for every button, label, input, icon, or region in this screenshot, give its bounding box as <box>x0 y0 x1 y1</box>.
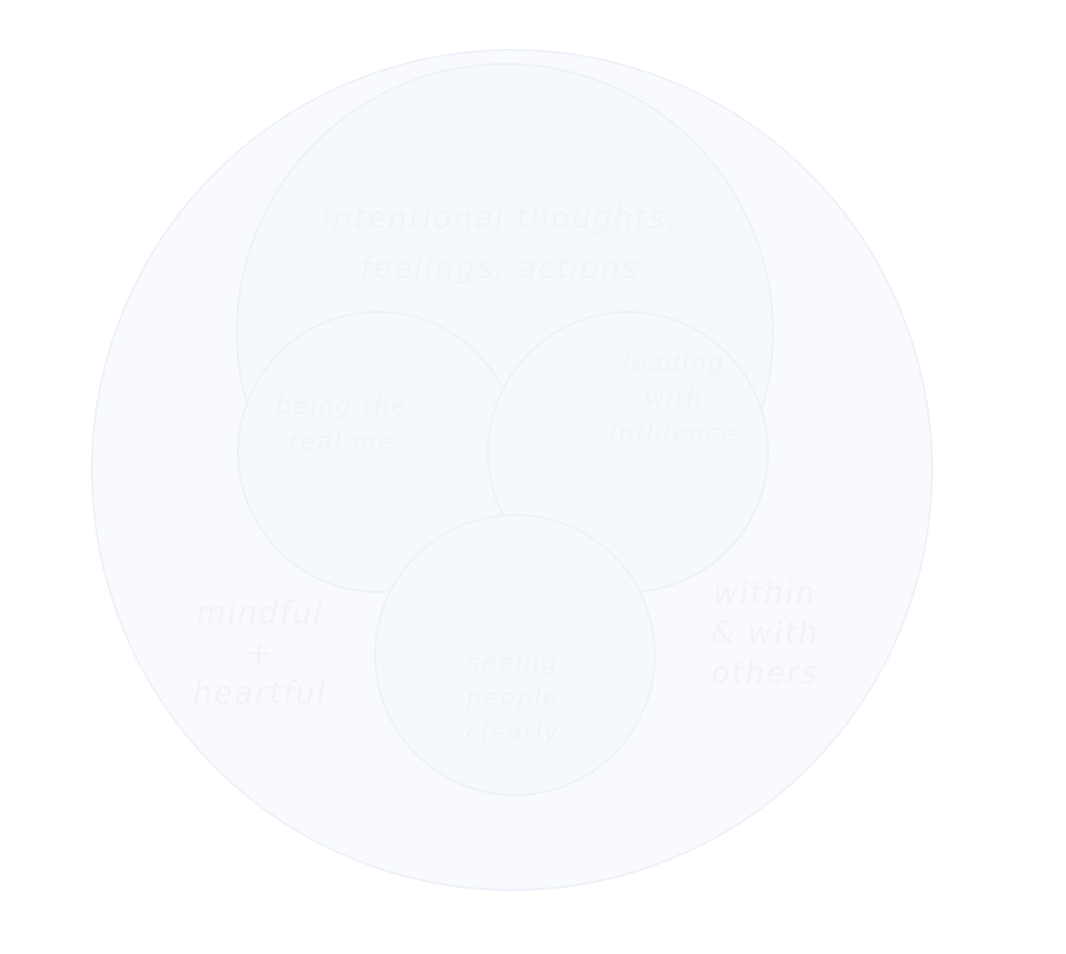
label-leading-line3: influence <box>609 419 739 447</box>
label-intentional: intentional thoughts, feelings, actions <box>230 204 770 284</box>
label-real-me-line1: being the <box>275 392 409 420</box>
label-mindful: mindful + heartful <box>170 599 350 709</box>
label-intentional-line2: feelings, actions <box>360 251 640 286</box>
bottom-inner-circle <box>374 514 656 796</box>
label-leading-line2: with <box>644 384 704 412</box>
label-real-me-line2: real me <box>289 427 395 455</box>
label-within-line1: within <box>713 576 817 611</box>
label-seeing-line3: clearly <box>465 718 561 746</box>
label-mindful-line1: mindful <box>196 596 324 631</box>
label-intentional-line1: intentional thoughts, <box>322 201 678 236</box>
label-mindful-line3: heartful <box>193 676 327 711</box>
label-within-line3: others <box>711 656 819 691</box>
label-leading-line1: leading <box>622 349 726 377</box>
label-seeing: seeing people clearly <box>433 650 593 744</box>
label-within: within & with others <box>680 579 850 689</box>
label-seeing-line2: people <box>466 683 560 711</box>
label-within-line2: & with <box>710 616 820 651</box>
label-leading: leading with influence <box>594 351 754 445</box>
label-mindful-line2: + <box>246 636 274 671</box>
label-seeing-line1: seeing <box>467 648 559 676</box>
label-real-me: being the real me <box>262 394 422 453</box>
